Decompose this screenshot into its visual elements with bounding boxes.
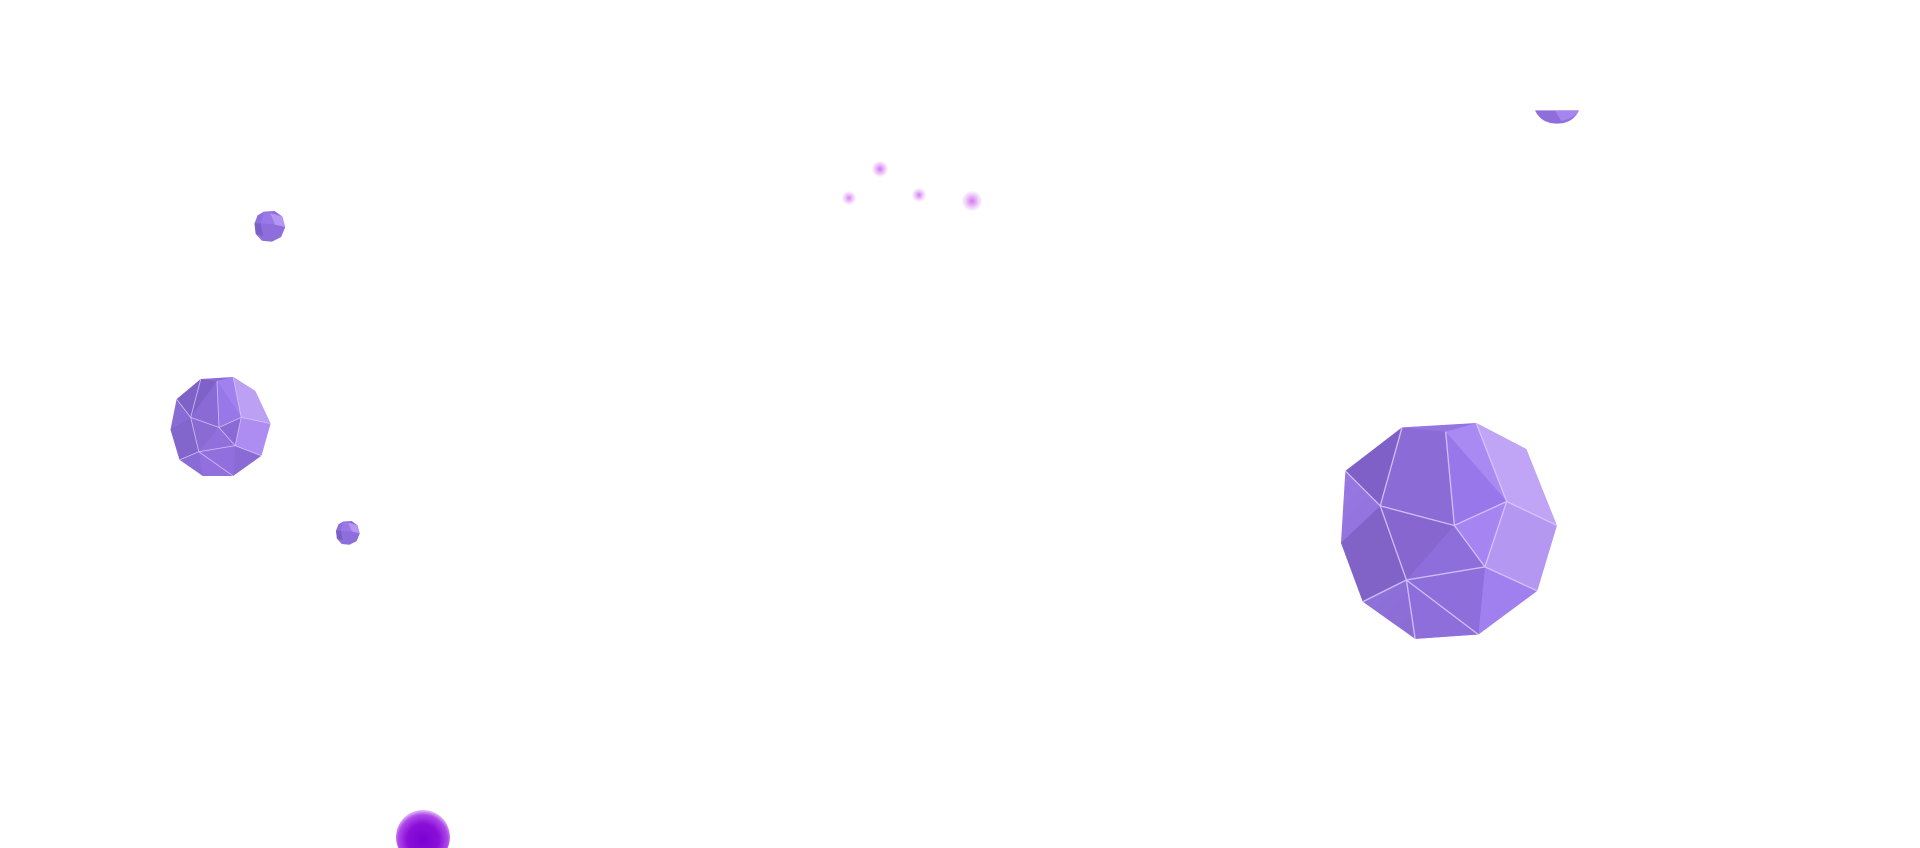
- polyhedron-icon: [170, 377, 271, 477]
- glow-particle: [872, 161, 888, 177]
- polyhedron-icon: [1341, 423, 1558, 639]
- glow-particle: [842, 191, 856, 205]
- polyhedron-icon: [254, 211, 286, 242]
- glowing-orb: [396, 810, 450, 848]
- polyhedron-icon: [336, 521, 360, 545]
- glow-particle: [962, 191, 982, 211]
- glow-particle: [912, 188, 926, 202]
- polyhedron-icon: [1535, 110, 1579, 124]
